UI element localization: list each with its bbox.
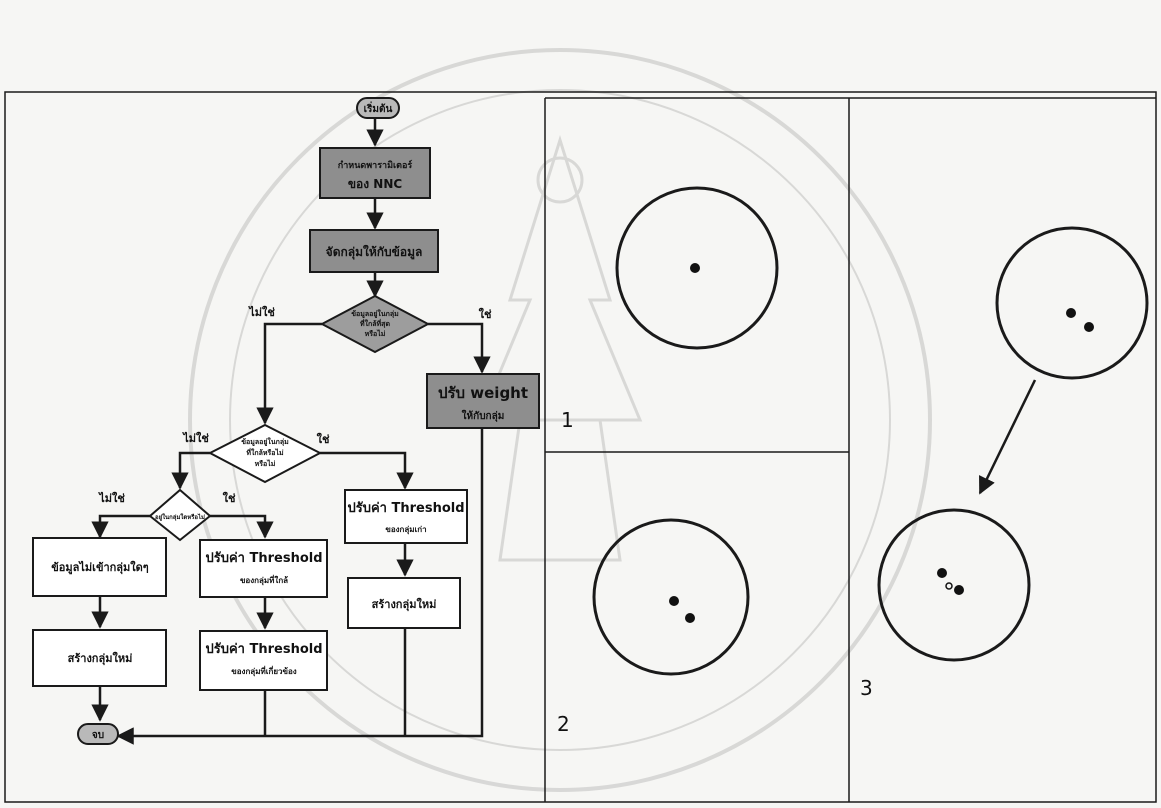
threshold-near-box: ปรับค่า Threshold ของกลุ่มที่ใกล้ [200, 540, 327, 597]
decision3-no-label: ไม่ใช่ [97, 491, 125, 505]
new-group-right-box: สร้างกลุ่มใหม่ [348, 578, 460, 628]
frame [5, 92, 1156, 802]
panel3-arrow [980, 380, 1035, 493]
panel3-new-point-a [937, 568, 947, 578]
decision1-line1: ข้อมูลอยู่ในกลุ่ม [351, 309, 399, 319]
threshold-near-line1: ปรับค่า Threshold [205, 551, 322, 566]
panel1-label: 1 [561, 408, 574, 432]
panel2-label: 2 [557, 712, 570, 736]
threshold-near-line2: ของกลุ่มที่ใกล้ [240, 574, 288, 586]
define-parameters-box: กำหนดพารามิเตอร์ ของ NNC [320, 148, 430, 198]
start-label: เริ่มต้น [364, 101, 393, 115]
decision2-yes-label: ใช่ [317, 432, 330, 446]
new-group-left-label: สร้างกลุ่มใหม่ [68, 651, 133, 666]
new-group-left-box: สร้างกลุ่มใหม่ [33, 630, 166, 686]
decision1-line2: ที่ใกล้ที่สุด [360, 318, 391, 328]
threshold-old-line1: ปรับค่า Threshold [347, 501, 464, 516]
threshold-all-box: ปรับค่า Threshold ของกลุ่มที่เกี่ยวข้อง [200, 631, 327, 690]
start-terminator: เริ่มต้น [357, 98, 399, 118]
assign-label: จัดกลุ่มให้กับข้อมูล [326, 244, 423, 260]
panel-2: 2 [557, 520, 748, 736]
panel2-data-point-b [685, 613, 695, 623]
decision1-yes-label: ใช่ [479, 307, 492, 321]
decision2-line2: ที่ใกล้หรือไม่ [246, 447, 284, 457]
decision1-no-label: ไม่ใช่ [247, 305, 275, 319]
adjust-weight-box: ปรับ weight ให้กับกลุ่ม [427, 374, 539, 428]
panel3-old-circle [997, 228, 1147, 378]
threshold-old-group-box: ปรับค่า Threshold ของกลุ่มเก่า [345, 490, 467, 543]
panel2-data-point-a [669, 596, 679, 606]
decision2-line1: ข้อมูลอยู่ในกลุ่ม [241, 437, 289, 447]
panel1-data-point [690, 263, 700, 273]
decision3-yes-label: ใช่ [223, 491, 236, 505]
assign-group-box: จัดกลุ่มให้กับข้อมูล [310, 230, 438, 272]
decision1-line3: หรือไม่ [365, 329, 386, 338]
define-line1: กำหนดพารามิเตอร์ [338, 159, 413, 171]
panel3-new-circle [879, 510, 1029, 660]
decision2-line3: หรือไม่ [255, 459, 276, 468]
panel-3: 3 [860, 228, 1147, 700]
panel3-label: 3 [860, 676, 873, 700]
decision2-no-label: ไม่ใช่ [181, 431, 209, 445]
panel3-old-point-b [1084, 322, 1094, 332]
end-terminator: จบ [78, 724, 118, 744]
decision3-label: อยู่ในกลุ่มใดหรือไม่ [155, 513, 205, 522]
panel3-old-point-a [1066, 308, 1076, 318]
new-group-right-label: สร้างกลุ่มใหม่ [372, 597, 437, 612]
threshold-old-line2: ของกลุ่มเก่า [385, 525, 426, 535]
define-line2: ของ NNC [348, 177, 403, 191]
adjust-weight-line1: ปรับ weight [438, 384, 528, 402]
panel3-centroid-marker [946, 583, 952, 589]
threshold-all-line1: ปรับค่า Threshold [205, 642, 322, 657]
panel3-new-point-b [954, 585, 964, 595]
no-group-label: ข้อมูลไม่เข้ากลุ่มใดๆ [51, 560, 149, 575]
no-group-box: ข้อมูลไม่เข้ากลุ่มใดๆ [33, 538, 166, 596]
end-label: จบ [92, 730, 104, 741]
adjust-weight-line2: ให้กับกลุ่ม [462, 409, 505, 422]
threshold-all-line2: ของกลุ่มที่เกี่ยวข้อง [231, 665, 297, 677]
